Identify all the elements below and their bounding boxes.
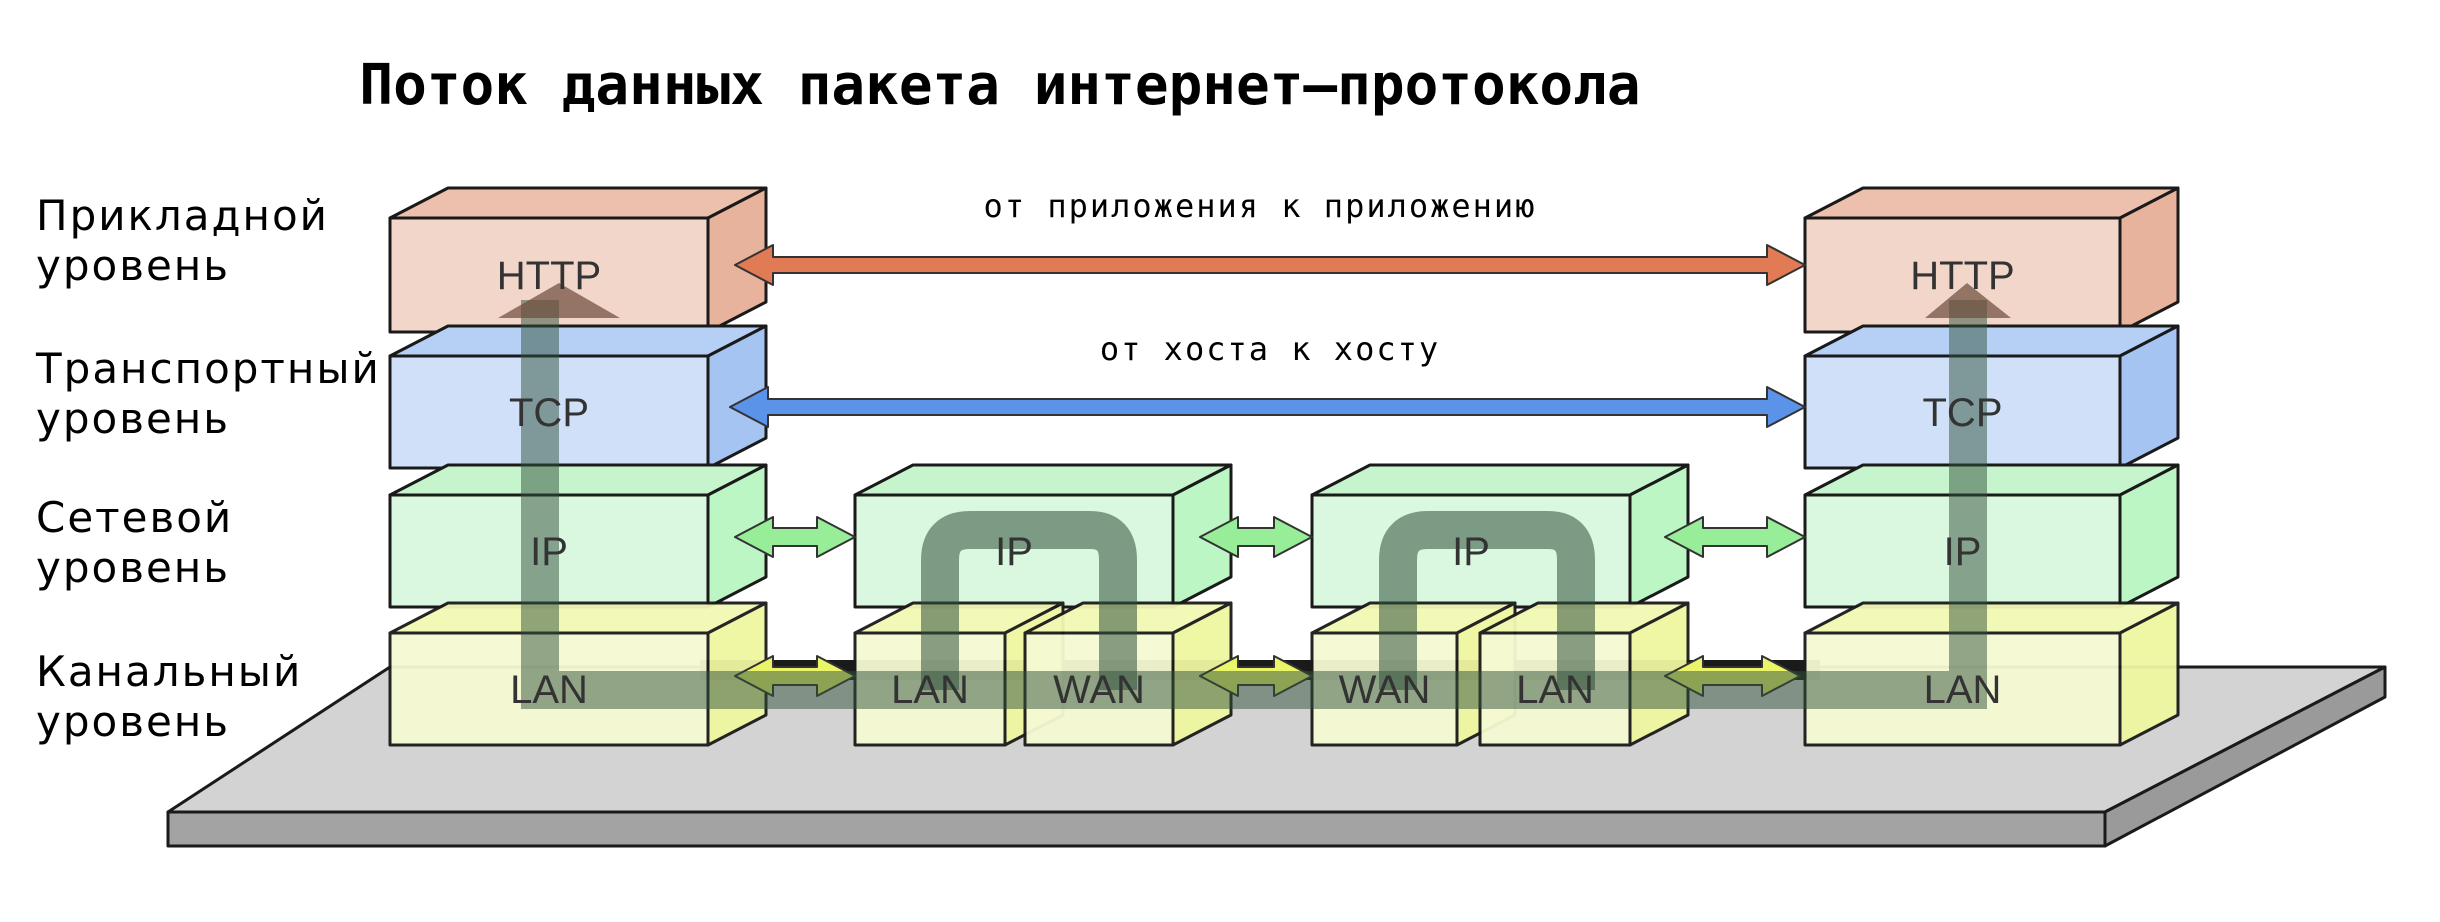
router-1-box-ip-label: IP — [995, 530, 1033, 574]
router-2-box-ip-label: IP — [1452, 530, 1490, 574]
layer-label-application-line2: уровень — [36, 241, 230, 290]
router-2-box-wan-1-label: WAN — [1339, 668, 1431, 712]
layer-labels: Прикладной уровень Транспортный уровень … — [35, 191, 381, 746]
router-2-box-lan-2-label: LAN — [1516, 668, 1594, 712]
flow-path-left-host — [521, 300, 1250, 709]
host-left-box-ip-top-face — [388, 463, 768, 497]
router-2-box-ip-top-face — [1310, 463, 1690, 497]
layer-label-network-line1: Сетевой — [36, 493, 233, 542]
flow-loop-router-2 — [1379, 511, 1595, 690]
arrow-application-peer — [734, 244, 1806, 286]
host-left-box-http-label: HTTP — [497, 254, 601, 298]
layer-label-transport-line2: уровень — [36, 394, 230, 443]
router-1-box-ip-top-face — [853, 463, 1233, 497]
platform-front — [166, 810, 2107, 848]
layer-label-link-line1: Канальный — [36, 647, 302, 696]
host-left-box-lan-label: LAN — [510, 668, 588, 712]
host-right-box-http-label: HTTP — [1910, 254, 2014, 298]
data-flow-paths — [498, 283, 2011, 709]
protocol-box-labels: HTTP TCP IP LAN HTTP TCP IP LAN IP LAN WAN IP WAN LAN — [497, 254, 2015, 712]
flow-arrowhead-right-host — [1925, 283, 2011, 318]
layer-label-application-line1: Прикладной — [36, 191, 329, 240]
platform-side — [2103, 665, 2387, 848]
host-left-box-http-top-face — [388, 186, 768, 220]
host-left-box-tcp-label: TCP — [509, 391, 589, 435]
host-right-box-http-top-face — [1803, 186, 2180, 220]
arrow-network-host-left-router-1 — [734, 516, 856, 558]
arrow-network-router-2-host-right — [1664, 516, 1806, 558]
host-right-box-tcp-top-face — [1803, 324, 2180, 358]
host-right-box-lan-label: LAN — [1924, 668, 2002, 712]
layer-label-network-line2: уровень — [36, 543, 230, 592]
layer-label-transport-line1: Транспортный — [35, 344, 381, 393]
flow-arrowhead-left-host — [498, 283, 620, 318]
arrow-label-application: от приложения к приложению — [984, 187, 1537, 225]
host-right-box-ip — [1803, 463, 2180, 609]
host-left-box-ip-label: IP — [530, 530, 568, 574]
host-left-box-lan-top-face — [388, 601, 768, 635]
diagram-title: Поток данных пакета интернет–протокола — [359, 53, 1640, 118]
layer-label-link-line2: уровень — [36, 697, 230, 746]
host-left-box-tcp-top-face — [388, 324, 768, 358]
host-right-box-ip-top-face — [1803, 463, 2180, 497]
host-left-box-tcp — [388, 324, 768, 470]
arrow-label-transport: от хоста к хосту — [1100, 330, 1440, 368]
host-right-box-lan-top-face — [1803, 601, 2180, 635]
arrow-network-router-1-router-2 — [1199, 516, 1313, 558]
arrow-transport-peer — [729, 386, 1806, 428]
router-1-box-wan-2-label: WAN — [1053, 668, 1145, 712]
host-right-box-ip-label: IP — [1944, 530, 1982, 574]
host-left-box-ip — [388, 463, 768, 609]
flow-path-right-host — [1250, 300, 1987, 709]
host-right-box-tcp-label: TCP — [1923, 391, 2003, 435]
flow-loop-router-1 — [921, 511, 1137, 690]
router-1-box-lan-1-label: LAN — [891, 668, 969, 712]
